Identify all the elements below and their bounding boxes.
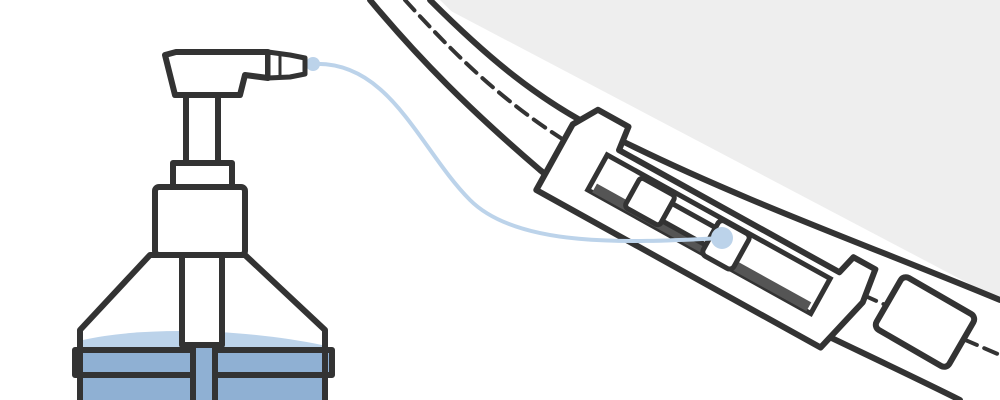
- connector: [623, 175, 752, 272]
- belt-box: [872, 274, 978, 370]
- pump-collar: [170, 160, 235, 190]
- tube-end-connector: [711, 227, 733, 249]
- belt-top-edge: [427, 0, 1000, 303]
- syringe-clamp: [533, 106, 879, 351]
- dip-tube-end: [190, 342, 218, 400]
- pump-bottle: [72, 49, 335, 400]
- pump-nozzle: [265, 49, 308, 81]
- tube: [312, 61, 723, 244]
- shaded-background: [440, 0, 1000, 300]
- pump-cap: [152, 184, 248, 258]
- pump-stem: [183, 92, 221, 166]
- tube-end-nozzle: [306, 57, 320, 71]
- dip-tube: [179, 252, 225, 348]
- pump-head: [162, 49, 271, 98]
